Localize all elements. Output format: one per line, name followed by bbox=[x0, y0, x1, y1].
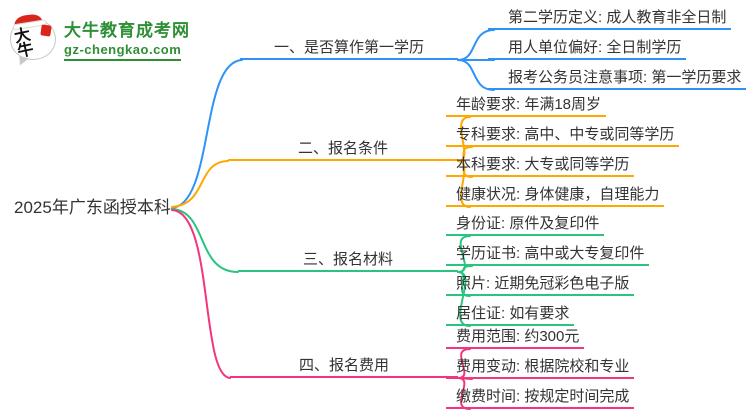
leaf-node[interactable]: 本科要求: 大专或同等学历 bbox=[446, 155, 635, 177]
brand-name: 大牛教育成考网 bbox=[64, 21, 190, 40]
leaf-node[interactable]: 用人单位偏好: 全日制学历 bbox=[488, 38, 687, 60]
leaf-node[interactable]: 照片: 近期免冠彩色电子版 bbox=[446, 274, 635, 296]
logo-bubble-icon: 大牛 bbox=[10, 12, 56, 68]
leaf-node[interactable]: 费用范围: 约300元 bbox=[446, 327, 585, 349]
branch-1-curve bbox=[171, 59, 243, 209]
leaf-node[interactable]: 学历证书: 高中或大专复印件 bbox=[446, 244, 650, 266]
branch-1-topic[interactable]: 一、是否算作第一学历 bbox=[240, 38, 458, 60]
leaf-node[interactable]: 费用变动: 根据院校和专业 bbox=[446, 357, 635, 379]
logo-calligraphy: 大牛 bbox=[12, 26, 34, 61]
logo-hat-icon bbox=[13, 12, 43, 29]
branch-3-fork-curve bbox=[457, 265, 473, 273]
leaf-node[interactable]: 第二学历定义: 成人教育非全日制 bbox=[488, 8, 732, 30]
branch-4-topic[interactable]: 四、报名费用 bbox=[230, 356, 458, 378]
leaf-node[interactable]: 居住证: 如有要求 bbox=[446, 304, 575, 326]
branch-2-topic[interactable]: 二、报名条件 bbox=[228, 139, 458, 161]
leaf-node[interactable]: 专科要求: 高中、中专或同等学历 bbox=[446, 125, 680, 147]
leaf-node[interactable]: 健康状况: 身体健康，自理能力 bbox=[446, 185, 665, 207]
brand-site-url: gz-chengkao.com bbox=[64, 42, 182, 61]
branch-3-curve bbox=[171, 208, 239, 273]
logo-seal-icon bbox=[40, 24, 52, 37]
root-topic[interactable]: 2025年广东函授本科 bbox=[14, 198, 171, 217]
leaf-node[interactable]: 报考公务员注意事项: 第一学历要求 bbox=[488, 68, 747, 90]
site-logo[interactable]: 大牛 大牛教育成考网 gz-chengkao.com bbox=[10, 12, 190, 68]
leaf-node[interactable]: 身份证: 原件及复印件 bbox=[446, 214, 605, 236]
branch-2-curve bbox=[171, 160, 229, 208]
branch-4-curve bbox=[171, 209, 231, 379]
leaf-node[interactable]: 年龄要求: 年满18周岁 bbox=[446, 95, 607, 117]
leaf-node[interactable]: 缴费时间: 按规定时间完成 bbox=[446, 387, 635, 409]
branch-3-topic[interactable]: 三、报名材料 bbox=[238, 250, 458, 272]
brand-text-block: 大牛教育成考网 gz-chengkao.com bbox=[64, 18, 190, 61]
logo-bubble-tail bbox=[17, 55, 29, 68]
